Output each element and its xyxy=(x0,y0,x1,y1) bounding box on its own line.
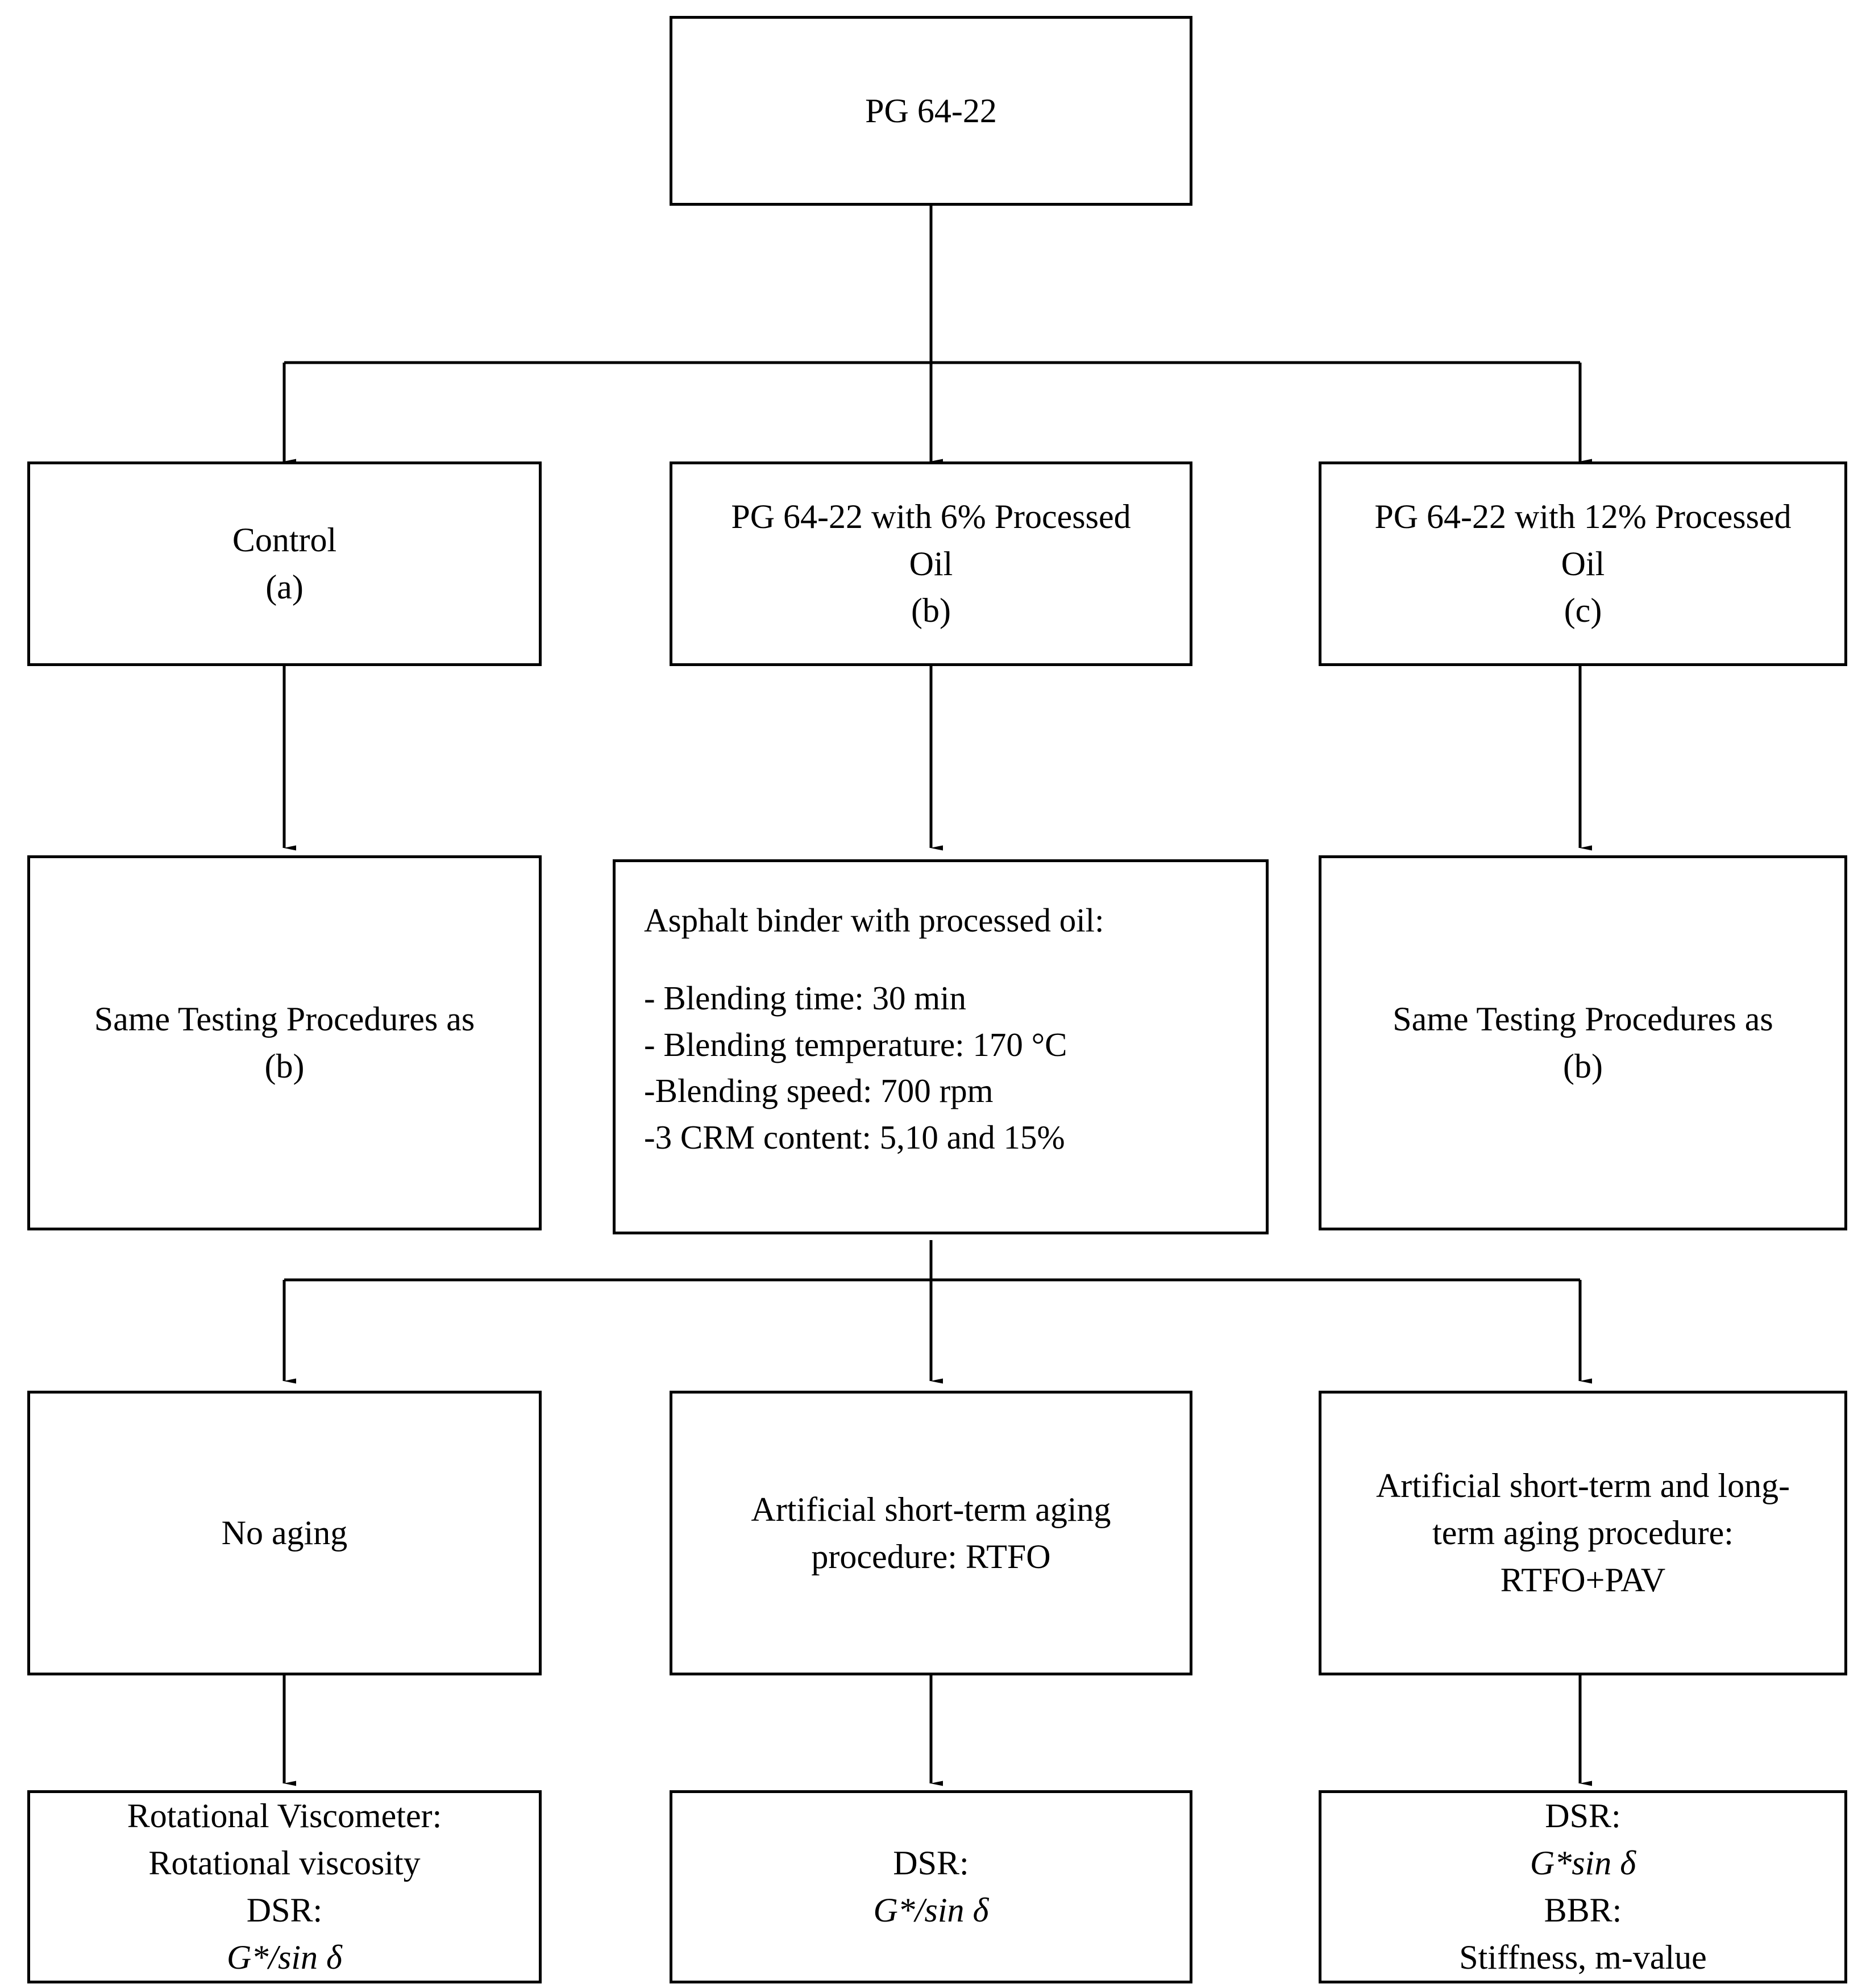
node-short-term-aging-line-1: Artificial short-term aging xyxy=(751,1490,1111,1528)
node-tests-left-line-2: Rotational viscosity xyxy=(148,1844,421,1882)
node-long-term-aging-line-3: RTFO+PAV xyxy=(1500,1561,1666,1599)
node-oil-12-percent-line-3: (c) xyxy=(1564,592,1602,630)
node-oil-12-percent[interactable]: PG 64-22 with 12% Processed Oil (c) xyxy=(1319,461,1847,666)
node-oil-6-percent-line-3: (b) xyxy=(911,592,951,630)
node-oil-6-percent-line-1: PG 64-22 with 6% Processed xyxy=(731,497,1131,535)
node-long-term-aging-line-1: Artificial short-term and long- xyxy=(1375,1467,1790,1505)
node-same-procedures-left-line-1: Same Testing Procedures as xyxy=(94,1000,475,1038)
node-blending-parameters-heading: Asphalt binder with processed oil: xyxy=(644,901,1104,939)
node-same-procedures-left[interactable]: Same Testing Procedures as (b) xyxy=(27,855,542,1230)
node-tests-left[interactable]: Rotational Viscometer: Rotational viscos… xyxy=(27,1790,542,1983)
node-tests-middle[interactable]: DSR: G*/sin δ xyxy=(670,1790,1192,1983)
node-blending-parameters-line-1: - Blending time: 30 min xyxy=(644,979,967,1017)
node-oil-6-percent[interactable]: PG 64-22 with 6% Processed Oil (b) xyxy=(670,461,1192,666)
node-no-aging-line-1: No aging xyxy=(221,1514,348,1552)
connector-group-row4-to-row5 xyxy=(282,1675,1592,1786)
node-tests-right-line-4: Stiffness, m-value xyxy=(1459,1938,1707,1976)
node-blending-parameters-line-4: -3 CRM content: 5,10 and 15% xyxy=(644,1118,1065,1156)
node-control-line-2: (a) xyxy=(265,568,304,606)
node-oil-12-percent-line-1: PG 64-22 with 12% Processed xyxy=(1374,497,1792,535)
node-control-line-1: Control xyxy=(232,521,337,559)
node-oil-12-percent-line-2: Oil xyxy=(1561,544,1605,583)
node-blending-parameters-line-3: -Blending speed: 700 rpm xyxy=(644,1072,994,1110)
node-short-term-aging-line-2: procedure: RTFO xyxy=(811,1537,1051,1575)
node-tests-middle-line-2: G*/sin δ xyxy=(873,1891,989,1929)
node-blending-parameters-line-2: - Blending temperature: 170 °C xyxy=(644,1025,1067,1063)
connector-group-row3-to-row4 xyxy=(282,1240,1592,1384)
node-tests-left-line-3: DSR: xyxy=(246,1891,323,1929)
node-tests-right-line-1: DSR: xyxy=(1545,1797,1621,1835)
node-long-term-aging-line-2: term aging procedure: xyxy=(1432,1514,1734,1552)
node-oil-6-percent-line-2: Oil xyxy=(909,544,953,583)
node-tests-middle-line-1: DSR: xyxy=(893,1844,969,1882)
node-control[interactable]: Control (a) xyxy=(27,461,542,666)
node-tests-left-line-4: G*/sin δ xyxy=(227,1938,342,1976)
node-tests-right-line-3: BBR: xyxy=(1544,1891,1622,1929)
node-tests-left-line-1: Rotational Viscometer: xyxy=(127,1797,442,1835)
connector-group-row2-to-row3 xyxy=(282,666,1592,851)
node-same-procedures-right-line-1: Same Testing Procedures as xyxy=(1393,1000,1773,1038)
node-short-term-aging[interactable]: Artificial short-term aging procedure: R… xyxy=(670,1391,1192,1675)
node-long-term-aging[interactable]: Artificial short-term and long- term agi… xyxy=(1319,1391,1847,1675)
node-pg-64-22-line-1: PG 64-22 xyxy=(865,92,997,130)
node-blending-parameters[interactable]: Asphalt binder with processed oil: - Ble… xyxy=(613,859,1269,1234)
node-tests-right[interactable]: DSR: G*sin δ BBR: Stiffness, m-value xyxy=(1319,1790,1847,1983)
connector-group-root-to-row2 xyxy=(282,206,1592,464)
node-same-procedures-right[interactable]: Same Testing Procedures as (b) xyxy=(1319,855,1847,1230)
node-pg-64-22[interactable]: PG 64-22 xyxy=(670,16,1192,206)
node-same-procedures-right-line-2: (b) xyxy=(1563,1047,1603,1085)
node-same-procedures-left-line-2: (b) xyxy=(264,1047,305,1085)
node-no-aging[interactable]: No aging xyxy=(27,1391,542,1675)
node-tests-right-line-2: G*sin δ xyxy=(1530,1844,1636,1882)
